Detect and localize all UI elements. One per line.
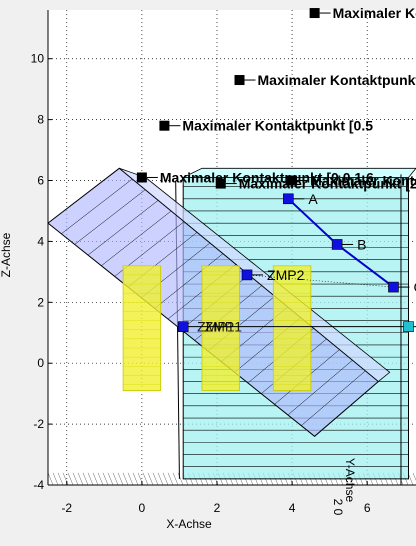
floor-hatch xyxy=(52,472,59,485)
floor-hatch xyxy=(122,472,129,485)
body-hatch xyxy=(287,359,353,416)
overlap-label-0: ZMP1 xyxy=(197,319,235,335)
y-tick-label-7: 10 xyxy=(31,52,45,66)
x-tick-label-3: 4 xyxy=(289,501,296,515)
support-box-top xyxy=(183,167,416,178)
max-marker-6 xyxy=(287,175,298,186)
point-B xyxy=(331,239,343,250)
floor-hatch xyxy=(177,472,184,485)
body-hatch xyxy=(74,189,146,245)
depth-axis-title: Y-Achse xyxy=(343,458,357,503)
floor-hatch xyxy=(162,472,169,485)
x-tick-label-2: 2 xyxy=(214,501,221,515)
y-tick-label-0: -4 xyxy=(33,478,44,492)
floor-hatch xyxy=(107,472,114,485)
leg-0 xyxy=(122,265,162,392)
floor-hatch xyxy=(147,472,154,485)
floor-hatch xyxy=(172,472,179,485)
max-marker-5 xyxy=(215,178,226,189)
max-label-5: Maximaler Kontaktpunkt [2 xyxy=(239,176,416,192)
body-hatch xyxy=(154,253,224,309)
max-marker-1 xyxy=(234,75,245,86)
floor-hatch xyxy=(48,472,54,485)
y-tick-label-2: 0 xyxy=(37,356,44,370)
max-label-6: Maximaler Kontaktpunkt [ xyxy=(310,173,416,189)
x-tick-label-0: -2 xyxy=(61,501,72,515)
point-label-B: B xyxy=(357,236,366,252)
floor-hatch xyxy=(142,472,149,485)
x-axis-title: X-Achse xyxy=(166,517,212,531)
ticks: -2 0 2 4 6 -4 -2 0 2 4 6 8 10 xyxy=(31,52,371,515)
point-ZMP2 xyxy=(241,269,253,281)
point-zmp1 xyxy=(177,321,189,332)
floor-hatch xyxy=(167,472,174,485)
max-label-4: Maximaler Kontaktpunkt [0.0 1.6 xyxy=(160,169,374,185)
body-hatch xyxy=(301,370,366,426)
floor-hatch xyxy=(132,472,139,485)
floor-hatch xyxy=(92,472,99,485)
point-label-A: A xyxy=(308,191,318,207)
floor-hatch xyxy=(112,472,119,485)
max-label-0: Maximaler Kontaktpunkt xyxy=(333,5,416,21)
floor-hatch xyxy=(157,472,164,485)
overlap-label-1: ZMP1 xyxy=(205,319,243,335)
max-marker-2 xyxy=(159,120,170,131)
max-label-1: Maximaler Kontaktpunkt [2.4 xyxy=(258,72,416,88)
floor-hatch xyxy=(87,472,94,485)
y-tick-label-6: 8 xyxy=(37,113,44,127)
floor-hatch xyxy=(102,472,109,485)
body-hatch xyxy=(101,210,172,266)
y-tick-label-4: 4 xyxy=(37,234,44,248)
leg-1 xyxy=(201,265,240,392)
y-axis-title: Z-Achse xyxy=(0,232,13,277)
max-marker-4 xyxy=(136,172,147,183)
max-marker-0 xyxy=(309,8,320,19)
floor-hatch xyxy=(97,472,104,485)
x-tick-label-1: 0 xyxy=(139,501,146,515)
depth-tick-1: 2 xyxy=(331,499,345,506)
y-tick-label-5: 6 xyxy=(37,174,44,188)
floor-hatch xyxy=(57,472,64,485)
body-hatch xyxy=(87,200,159,256)
floor-hatch xyxy=(72,472,79,485)
x-tick-label-4: 6 xyxy=(364,501,371,515)
point-A xyxy=(283,193,294,205)
floor-hatch xyxy=(127,472,134,485)
body-hatch xyxy=(61,178,133,234)
floor-hatch xyxy=(82,472,89,485)
y-tick-label-3: 2 xyxy=(37,295,44,309)
leg-2 xyxy=(272,265,312,392)
point-ZMP2 xyxy=(403,321,414,332)
floor-hatch xyxy=(117,472,124,485)
floor-hatch xyxy=(67,472,74,485)
floor-hatch xyxy=(77,472,84,485)
marks: ABCZMP2ZMP2ZMP1ZMP1 xyxy=(177,191,416,335)
y-tick-label-1: -2 xyxy=(33,417,44,431)
zmp-guide-line xyxy=(246,274,394,288)
max-label-2: Maximaler Kontaktpunkt [0.5 xyxy=(182,118,373,134)
point-C xyxy=(388,281,399,293)
depth-tick-2: 0 xyxy=(331,509,345,516)
point-label-C: C xyxy=(413,279,416,295)
floor-hatch xyxy=(152,472,159,485)
point-label-ZMP2: ZMP2 xyxy=(267,267,305,283)
